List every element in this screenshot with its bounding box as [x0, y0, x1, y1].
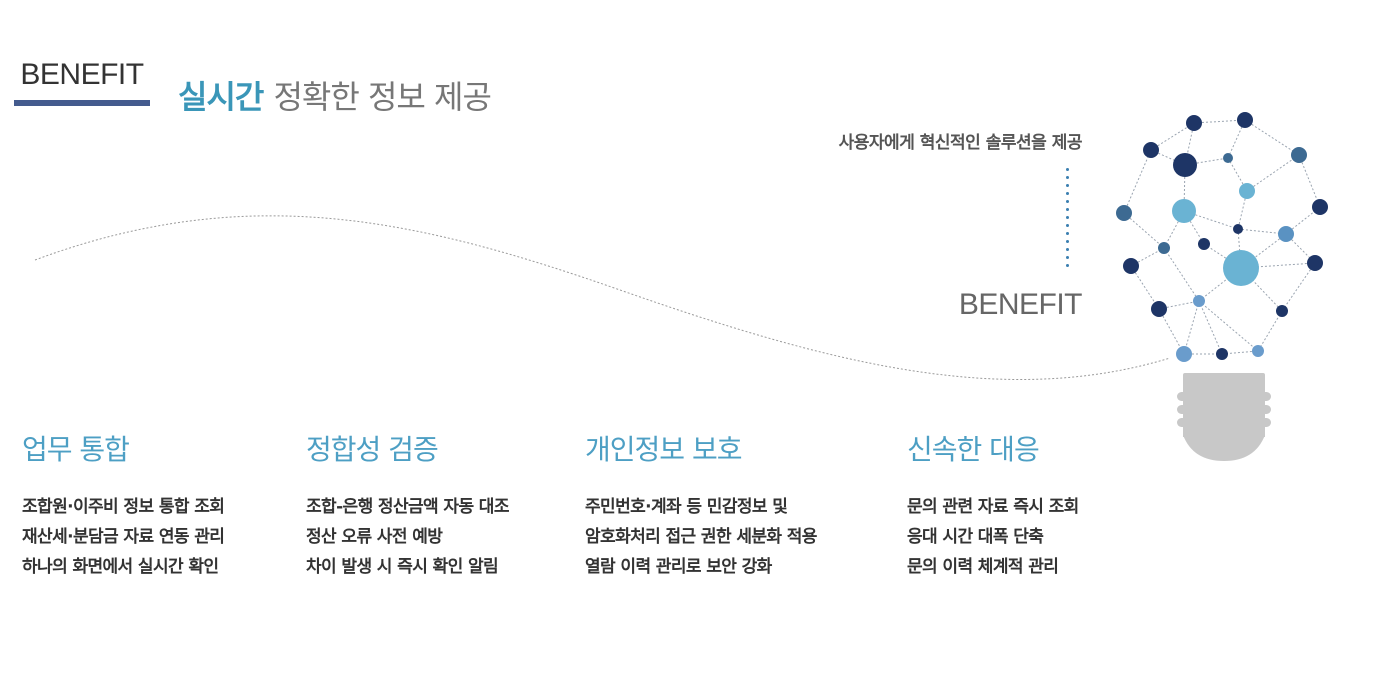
dotted-connector [1066, 168, 1070, 272]
benefit-line: 정산 오류 사전 예방 [306, 527, 443, 547]
benefit-title: 신속한 대응 [907, 433, 1040, 466]
benefit-verification: 정합성 검증 조합-은행 정산금액 자동 대조 정산 오류 사전 예방 차이 발… [306, 428, 510, 582]
benefit-line: 조합원·이주비 정보 통합 조회 [22, 497, 225, 517]
headline-rest: 정확한 정보 제공 [273, 78, 491, 116]
benefit-privacy: 개인정보 보호 주민번호·계좌 등 민감정보 및 암호화처리 접근 권한 세분화… [585, 428, 817, 582]
benefit-label: BENEFIT [958, 288, 1083, 321]
benefit-response: 신속한 대응 문의 관련 자료 즉시 조회 응대 시간 대폭 단축 문의 이력 … [907, 428, 1079, 582]
benefit-title: 정합성 검증 [306, 433, 439, 466]
benefit-line: 주민번호·계좌 등 민감정보 및 [585, 497, 788, 517]
lightbulb-network-icon [1116, 112, 1328, 461]
benefit-line: 암호화처리 접근 권한 세분화 적용 [585, 527, 817, 547]
benefit-line: 응대 시간 대폭 단축 [907, 527, 1044, 547]
benefit-line: 열람 이력 관리로 보안 강화 [585, 557, 772, 577]
benefit-line: 차이 발생 시 즉시 확인 알림 [306, 557, 499, 577]
benefit-line: 하나의 화면에서 실시간 확인 [22, 557, 219, 577]
page-title: 실시간 정확한 정보 제공 [178, 72, 492, 118]
tagline: 사용자에게 혁신적인 솔루션을 제공 [838, 133, 1083, 153]
benefit-title: 개인정보 보호 [585, 433, 742, 466]
benefit-line: 조합-은행 정산금액 자동 대조 [306, 497, 510, 517]
benefit-line: 문의 관련 자료 즉시 조회 [907, 497, 1079, 517]
benefit-title: 업무 통합 [22, 433, 130, 466]
headline-accent: 실시간 [178, 78, 264, 116]
benefit-line: 문의 이력 체계적 관리 [907, 557, 1059, 577]
benefit-line: 재산세·분담금 자료 연동 관리 [22, 527, 225, 547]
section-tag: BENEFIT [14, 58, 150, 106]
benefit-integration: 업무 통합 조합원·이주비 정보 통합 조회 재산세·분담금 자료 연동 관리 … [22, 428, 225, 582]
